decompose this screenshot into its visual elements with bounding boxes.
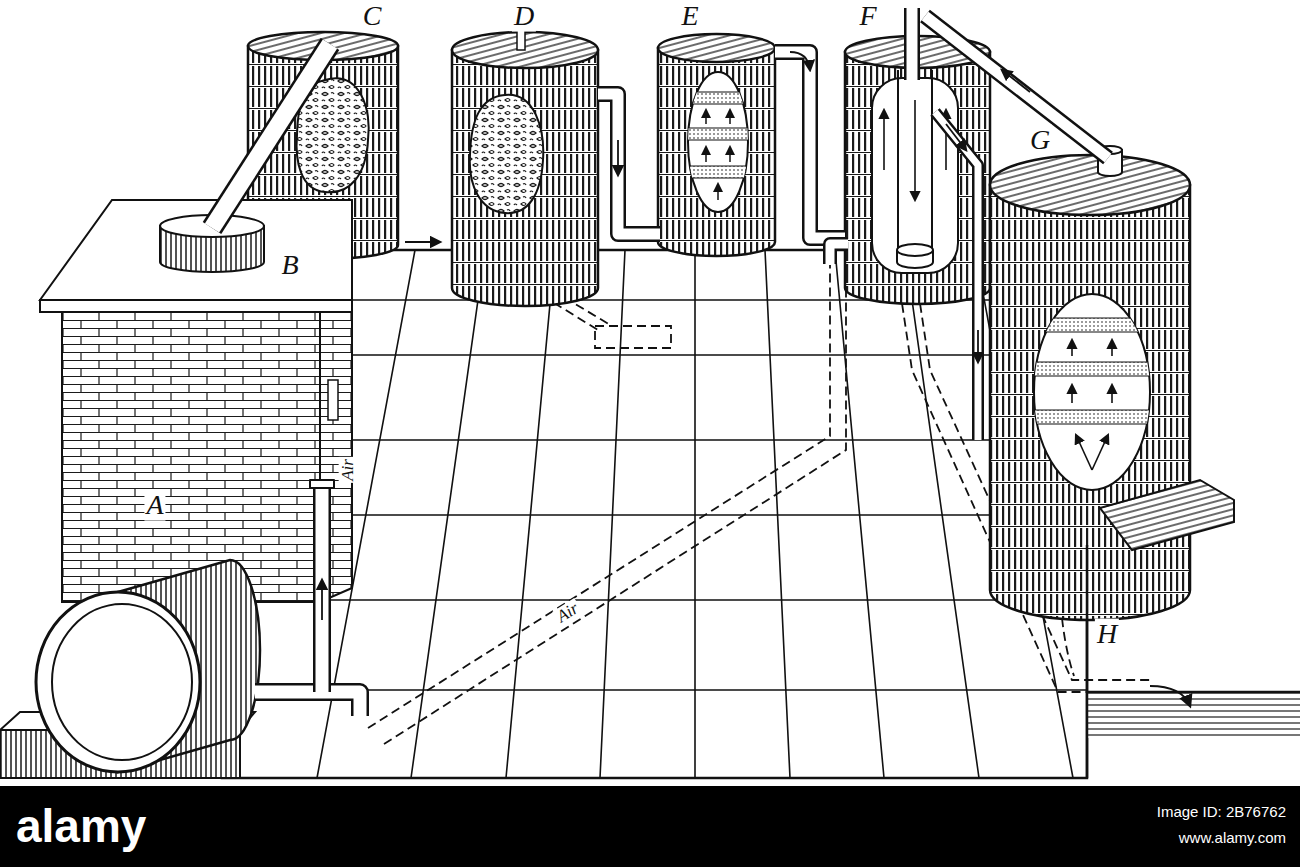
watermark-bar <box>0 786 1300 867</box>
watermark: www.alamy.com <box>1177 830 1288 847</box>
part-letter: B <box>279 250 300 281</box>
part-letter: D <box>512 1 536 32</box>
pipe <box>212 8 1108 716</box>
part-letter: H <box>1095 619 1119 650</box>
floor <box>222 250 1087 778</box>
part-letter: C <box>361 1 384 32</box>
part-letter: A <box>144 490 165 521</box>
outlet-channel <box>1087 545 1300 778</box>
part-letter: E <box>679 1 700 32</box>
furnace <box>40 200 352 602</box>
tank <box>452 30 598 306</box>
boiler <box>0 560 260 778</box>
watermark: Image ID: 2B76762 <box>1155 804 1288 821</box>
tank <box>658 34 775 256</box>
flow-label: Air <box>339 457 358 483</box>
tank <box>990 146 1234 620</box>
flow-arrow <box>322 52 1030 620</box>
flow-label: Air <box>552 598 584 627</box>
watermark: alamy <box>14 801 148 852</box>
part-letter: G <box>1028 125 1052 156</box>
part-letter: F <box>857 1 878 32</box>
